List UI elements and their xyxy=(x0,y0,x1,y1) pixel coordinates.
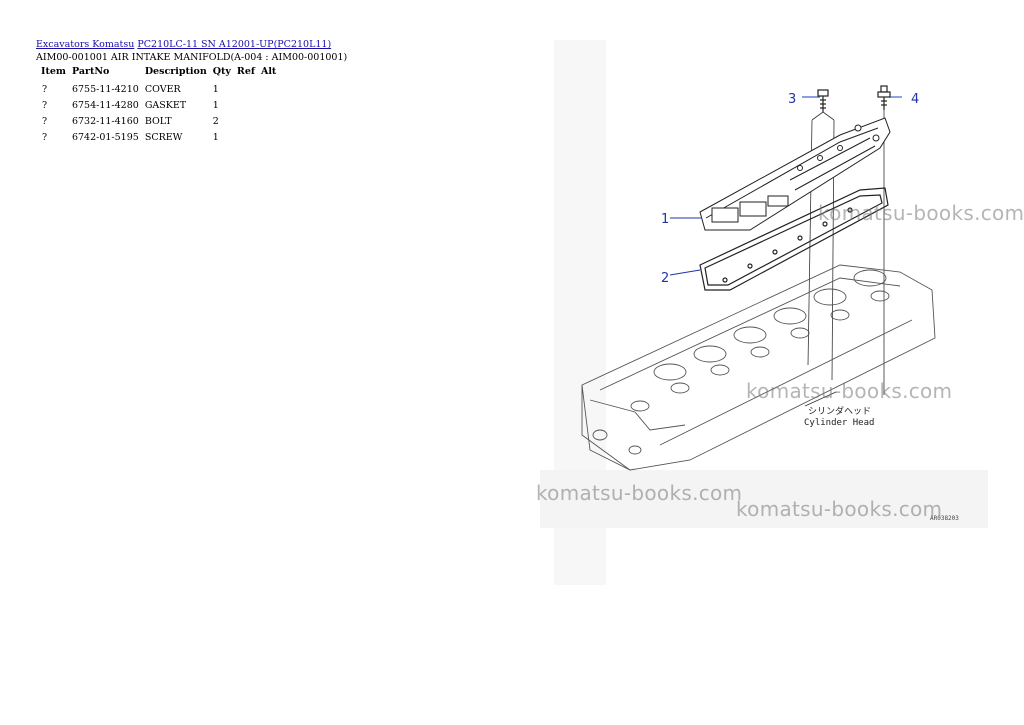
watermark: komatsu-books.com xyxy=(746,379,953,403)
watermark: komatsu-books.com xyxy=(536,481,743,505)
col-description: Description xyxy=(144,66,207,77)
col-partno: PartNo xyxy=(71,66,110,77)
breadcrumb-link-category[interactable]: Excavators Komatsu xyxy=(36,39,135,50)
table-header-row: Item PartNo Description Qty Ref Alt xyxy=(38,66,279,82)
col-ref: Ref xyxy=(236,66,255,77)
cell-alt xyxy=(258,82,279,98)
cell-alt xyxy=(258,130,279,146)
table-row: ? 6742-01-5195 SCREW 1 xyxy=(38,130,279,146)
cell-qty: 1 xyxy=(212,100,219,111)
callout-3: 3 xyxy=(788,92,796,107)
cylinder-head-label-jp: シリンダヘッド xyxy=(808,405,871,417)
diagram-code: AR038203 xyxy=(930,515,959,522)
cell-ref xyxy=(234,82,258,98)
cell-qty: 1 xyxy=(212,84,219,95)
cell-ref xyxy=(234,114,258,130)
cell-qty: 2 xyxy=(212,116,219,127)
cell-description: SCREW xyxy=(144,132,183,143)
cell-partno: 6742-01-5195 xyxy=(71,132,139,143)
gasket-part xyxy=(699,187,889,291)
watermark: komatsu-books.com xyxy=(736,497,943,521)
breadcrumb-link-model[interactable]: PC210LC-11 SN A12001-UP(PC210L11) xyxy=(137,39,332,50)
parts-diagram: 3 4 xyxy=(540,40,1020,585)
callout-4: 4 xyxy=(911,92,919,107)
cell-partno: 6755-11-4210 xyxy=(71,84,139,95)
table-row: ? 6732-11-4160 BOLT 2 xyxy=(38,114,279,130)
col-alt: Alt xyxy=(260,66,277,77)
col-item: Item xyxy=(41,66,66,77)
cell-description: COVER xyxy=(144,84,181,95)
table-row: ? 6755-11-4210 COVER 1 xyxy=(38,82,279,98)
page-title: AIM00-001001 AIR INTAKE MANIFOLD(A-004 :… xyxy=(36,52,348,63)
cell-partno: 6732-11-4160 xyxy=(71,116,139,127)
cylinder-head-label-en: Cylinder Head xyxy=(804,418,874,428)
parts-table: Item PartNo Description Qty Ref Alt ? 67… xyxy=(38,66,279,146)
screw-part xyxy=(877,85,902,110)
callout-2: 2 xyxy=(661,271,669,286)
cell-description: BOLT xyxy=(144,116,172,127)
cell-item: ? xyxy=(42,100,48,111)
bolt-part xyxy=(802,89,829,112)
breadcrumb: Excavators Komatsu PC210LC-11 SN A12001-… xyxy=(36,39,331,50)
callout-1: 1 xyxy=(661,212,669,227)
cell-item: ? xyxy=(42,132,48,143)
table-row: ? 6754-11-4280 GASKET 1 xyxy=(38,98,279,114)
col-qty: Qty xyxy=(212,66,231,77)
cell-item: ? xyxy=(42,84,48,95)
watermark: komatsu-books.com xyxy=(818,201,1024,225)
cell-partno: 6754-11-4280 xyxy=(71,100,139,111)
intake-cover xyxy=(699,117,891,231)
cell-description: GASKET xyxy=(144,100,187,111)
cell-ref xyxy=(234,98,258,114)
cell-alt xyxy=(258,98,279,114)
cylinder-head xyxy=(581,264,936,471)
cell-alt xyxy=(258,114,279,130)
cell-item: ? xyxy=(42,116,48,127)
cell-ref xyxy=(234,130,258,146)
cell-qty: 1 xyxy=(212,132,219,143)
